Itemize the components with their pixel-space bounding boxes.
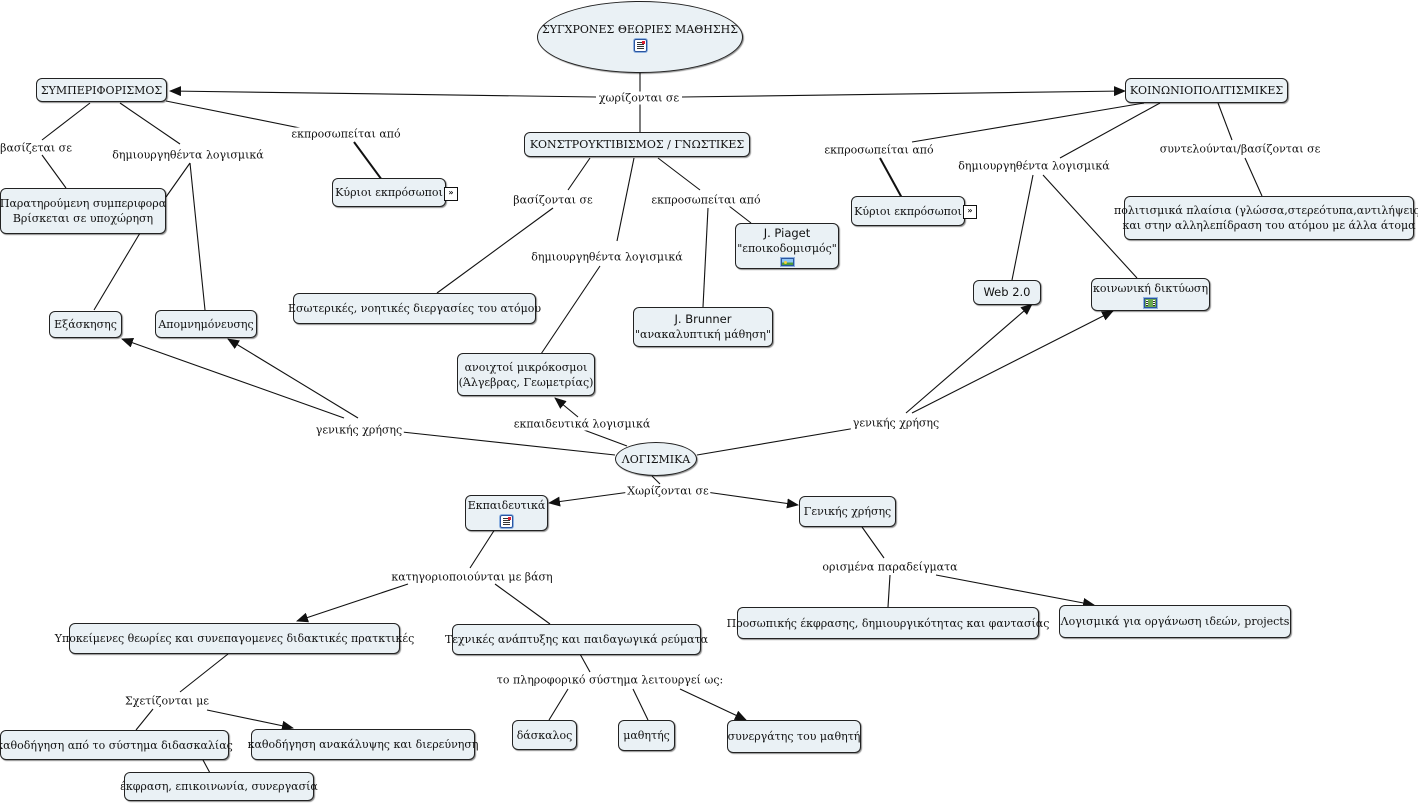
- node-observed-behavior[interactable]: Παρατηρούμενη συμπεριφορα Βρίσκεται σε υ…: [0, 188, 166, 234]
- node-internal-processes[interactable]: Εσωτερικές, νοητικές διεργασίες του ατόμ…: [288, 293, 541, 324]
- expand-more-icon[interactable]: »: [444, 186, 458, 201]
- node-personal-expression[interactable]: Προσωπικής έκφρασης, δημιουργικότητας κα…: [727, 607, 1049, 639]
- node-observed-behavior-line1: Παρατηρούμενη συμπεριφορα: [0, 197, 167, 210]
- node-web20-label: Web 2.0: [983, 285, 1031, 299]
- label-some-examples: ορισμένα παραδείγματα: [820, 560, 960, 574]
- node-guidance-system[interactable]: καθοδήγηση από το σύστημα διδασκαλίας: [0, 730, 233, 760]
- node-student-label: μαθητής: [623, 729, 670, 742]
- node-piaget-line2: "εποικοδομισμός": [737, 242, 837, 255]
- root-node-label: ΣΥΓΧΡΟΝΕΣ ΘΕΩΡΙΕΣ ΜΑΘΗΣΗΣ: [541, 23, 739, 36]
- node-brunner[interactable]: J. Brunner "ανακαλυπτική μάθηση": [633, 307, 773, 347]
- label-educational-software: εκπαιδευτικά λογισμικά: [511, 417, 653, 431]
- label-computer-acts-as: το πληροφορικό σύστημα λειτουργεί ως:: [494, 673, 726, 687]
- node-guidance-discovery-label: καθοδήγηση ανακάλυψης και διερεύνηση: [247, 738, 479, 751]
- label-software-created-right: δημιουργηθέντα λογισμικά: [956, 159, 1112, 173]
- node-guidance-system-label: καθοδήγηση από το σύστημα διδασκαλίας: [0, 738, 233, 752]
- expand-more-icon[interactable]: »: [963, 205, 977, 219]
- node-behaviorism[interactable]: ΣΥΜΠΕΡΙΦΟΡΙΣΜΟΣ: [36, 78, 167, 102]
- node-guidance-discovery[interactable]: καθοδήγηση ανακάλυψης και διερεύνηση: [248, 729, 478, 760]
- node-web20[interactable]: Web 2.0: [973, 280, 1041, 305]
- node-sociocultural-label: ΚΟΙΝΩΝΙΟΠΟΛΙΤΙΣΜΙΚΕΣ: [1129, 84, 1284, 97]
- node-cultural-contexts-line1: πολιτισμικά πλαίσια (γλώσσα,στερεότυπα,α…: [1114, 204, 1418, 217]
- node-teacher-label: δάσκαλος: [516, 728, 573, 742]
- label-divided-into: χωρίζονται σε: [596, 91, 682, 105]
- node-main-reps-left-label: Κύριοι εκπρόσωποι: [335, 186, 443, 199]
- node-theories-label: Υποκείμενες θεωρίες και συνεπαγομενες δι…: [54, 632, 415, 645]
- document-icon[interactable]: [500, 515, 513, 528]
- node-techniques[interactable]: Τεχνικές ανάπτυξης και παιδαγωγικά ρεύμα…: [445, 624, 708, 655]
- label-represented-by-right: εκπροσωπείται από: [822, 143, 936, 157]
- node-sociocultural[interactable]: ΚΟΙΝΩΝΙΟΠΟΛΙΤΙΣΜΙΚΕΣ: [1125, 78, 1288, 103]
- node-student[interactable]: μαθητής: [618, 720, 675, 751]
- node-microworlds-line1: ανοιχτοί μικρόκοσμοι: [464, 360, 588, 374]
- film-icon[interactable]: [1144, 298, 1157, 308]
- label-based-on-center: βασίζονται σε: [511, 193, 595, 207]
- node-observed-behavior-line2: Βρίσκεται σε υποχώρηση: [12, 212, 154, 225]
- label-represented-by-left: εκπροσωπείται από: [289, 127, 403, 141]
- node-brunner-line1: J. Brunner: [674, 312, 732, 326]
- label-based-on-left: βασίζεται σε: [0, 141, 74, 155]
- node-constructivism-label: ΚΟΝΣΤΡΟΥΚΤΙΒΙΣΜΟΣ / ΓΝΩΣΤΙΚΕΣ: [529, 138, 745, 151]
- node-main-reps-right-label: Κύριοι εκπρόσωποι: [854, 204, 962, 218]
- node-practice[interactable]: Εξάσκησης: [49, 311, 122, 338]
- node-theories[interactable]: Υποκείμενες θεωρίες και συνεπαγομενες δι…: [55, 623, 414, 654]
- label-related-to: Σχετίζονται με: [123, 694, 211, 708]
- label-completed-based: συντελούνται/βασίζονται σε: [1157, 142, 1323, 156]
- node-expression-label: έκφραση, επικοινωνία, συνεργασία: [120, 780, 318, 793]
- label-represented-by-center: εκπροσωπείται από: [649, 193, 763, 207]
- node-piaget-line1: J. Piaget: [763, 226, 811, 240]
- node-educational[interactable]: Εκπαιδευτικά: [465, 495, 548, 531]
- node-educational-label: Εκπαιδευτικά: [467, 499, 546, 512]
- node-general-use[interactable]: Γενικής χρήσης: [799, 496, 896, 527]
- node-expression[interactable]: έκφραση, επικοινωνία, συνεργασία: [120, 772, 318, 801]
- image-icon[interactable]: [780, 258, 794, 266]
- node-brunner-line2: "ανακαλυπτική μάθηση": [634, 328, 772, 341]
- root-node[interactable]: ΣΥΓΧΡΟΝΕΣ ΘΕΩΡΙΕΣ ΜΑΘΗΣΗΣ: [537, 1, 743, 73]
- node-memorization-label: Απομνημόνευσης: [158, 317, 254, 331]
- node-internal-processes-label: Εσωτερικές, νοητικές διεργασίες του ατόμ…: [287, 302, 542, 315]
- label-divided-into-software: Χωρίζονται σε: [625, 484, 711, 498]
- node-cultural-contexts[interactable]: πολιτισμικά πλαίσια (γλώσσα,στερεότυπα,α…: [1114, 196, 1418, 240]
- node-practice-label: Εξάσκησης: [54, 318, 117, 331]
- node-main-reps-left[interactable]: Κύριοι εκπρόσωποι »: [332, 178, 458, 207]
- node-microworlds-line2: (Άλγεβρας, Γεωμετρίας): [458, 375, 594, 389]
- node-personal-expression-label: Προσωπικής έκφρασης, δημιουργικότητας κα…: [726, 616, 1050, 630]
- label-software-created-center: δημιουργηθέντα λογισμικά: [529, 250, 685, 264]
- node-collaborator[interactable]: συνεργάτης του μαθητή: [727, 720, 861, 753]
- node-memorization[interactable]: Απομνημόνευσης: [155, 310, 257, 338]
- node-behaviorism-label: ΣΥΜΠΕΡΙΦΟΡΙΣΜΟΣ: [40, 83, 163, 97]
- node-social-networking-label: κοινωνική δικτύωση: [1092, 282, 1209, 295]
- node-collaborator-label: συνεργάτης του μαθητή: [727, 730, 861, 743]
- document-icon[interactable]: [633, 39, 647, 52]
- node-teacher[interactable]: δάσκαλος: [512, 720, 577, 750]
- node-piaget[interactable]: J. Piaget "εποικοδομισμός": [735, 223, 839, 269]
- label-general-use-left: γενικής χρήσης: [313, 423, 405, 437]
- node-cultural-contexts-line2: και στην αλληλεπίδραση του ατόμου με άλλ…: [1122, 219, 1416, 232]
- label-general-use-right: γενικής χρήσης: [850, 416, 942, 430]
- node-software[interactable]: ΛΟΓΙΣΜΙΚΑ: [615, 442, 697, 476]
- label-categorized-by: κατηγοριοποιούνται με βάση: [389, 570, 555, 584]
- node-software-label: ΛΟΓΙΣΜΙΚΑ: [621, 452, 691, 466]
- node-idea-org-label: Λογισμικά για οργάνωση ιδεών, projects: [1060, 615, 1290, 628]
- node-constructivism[interactable]: ΚΟΝΣΤΡΟΥΚΤΙΒΙΣΜΟΣ / ΓΝΩΣΤΙΚΕΣ: [524, 132, 750, 157]
- node-idea-org[interactable]: Λογισμικά για οργάνωση ιδεών, projects: [1059, 605, 1291, 638]
- node-microworlds[interactable]: ανοιχτοί μικρόκοσμοι (Άλγεβρας, Γεωμετρί…: [457, 353, 595, 396]
- node-social-networking[interactable]: κοινωνική δικτύωση: [1091, 278, 1210, 311]
- label-software-created-left: δημιουργηθέντα λογισμικά: [110, 148, 266, 162]
- node-techniques-label: Τεχνικές ανάπτυξης και παιδαγωγικά ρεύμα…: [444, 633, 709, 646]
- node-main-reps-right[interactable]: Κύριοι εκπρόσωποι »: [851, 196, 977, 226]
- node-general-use-label: Γενικής χρήσης: [803, 505, 892, 518]
